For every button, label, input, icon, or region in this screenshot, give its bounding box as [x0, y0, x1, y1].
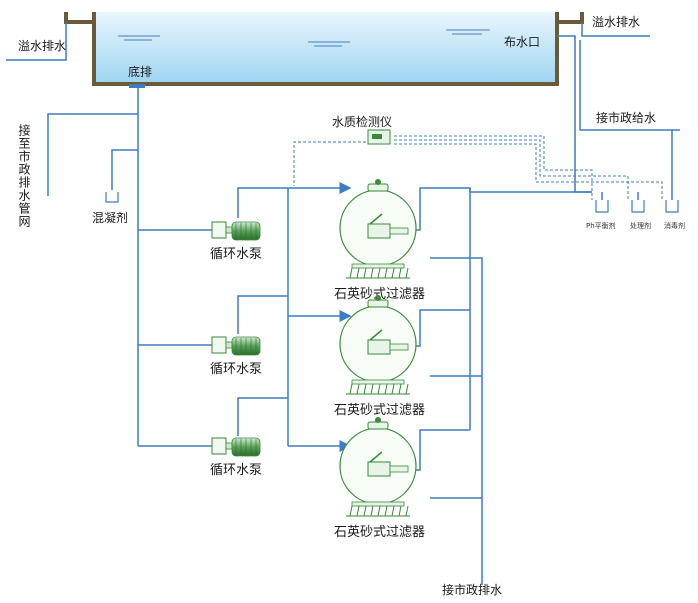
circulation-pump: 循环水泵	[210, 221, 262, 262]
pool-water	[94, 12, 557, 83]
ph-balancer-label: Ph平衡剂	[586, 221, 616, 230]
municipal-drain-bottom-label: 接市政排水	[442, 582, 502, 597]
chemical-tanks	[105, 192, 679, 213]
disinfectant-tank	[665, 200, 679, 213]
pump-label: 循环水泵	[210, 247, 262, 262]
filter-base	[346, 263, 410, 279]
filter-base	[346, 501, 410, 517]
filter-label: 石英砂式过滤器	[334, 403, 425, 418]
water-ripples	[118, 29, 490, 47]
pump-head	[211, 221, 227, 239]
coagulant-label: 混凝剂	[92, 210, 128, 225]
bottom-drain-label: 底排	[128, 64, 152, 79]
ph-tank	[595, 200, 609, 213]
circulation-pump: 循环水泵	[210, 437, 262, 478]
distributor-label: 布水口	[504, 35, 540, 49]
multiport-valve	[367, 461, 391, 477]
quartz-sand-filter: 石英砂式过滤器	[334, 179, 425, 302]
tank-wall	[64, 12, 584, 86]
quartz-sand-filter: 石英砂式过滤器	[334, 295, 425, 418]
water-quality-meter-label: 水质检测仪	[332, 114, 392, 129]
bottom-drain-outlet	[129, 84, 145, 88]
water-quality-meter	[367, 129, 391, 145]
treatment-agent-label: 处理剂	[630, 221, 651, 230]
pump-head	[211, 437, 227, 455]
to-municipal-drain-label: 接至市政排水管网	[17, 123, 31, 228]
municipal-supply-label: 接市政给水	[596, 110, 656, 125]
filter-label: 石英砂式过滤器	[334, 525, 425, 540]
disinfectant-label: 消毒剂	[664, 221, 685, 230]
circulation-pump: 循环水泵	[210, 336, 262, 377]
filter-base	[346, 379, 410, 395]
treatment-tank	[631, 200, 645, 213]
multiport-valve	[367, 223, 391, 239]
multiport-valve	[367, 339, 391, 355]
pool-tank	[64, 12, 584, 88]
signal-lines	[293, 135, 663, 200]
pipes	[6, 22, 680, 585]
pump-head	[211, 336, 227, 354]
overflow-left-label: 溢水排水	[18, 39, 66, 53]
filter-label: 石英砂式过滤器	[334, 287, 425, 302]
pump-label: 循环水泵	[210, 362, 262, 377]
overflow-right-label: 溢水排水	[592, 15, 640, 29]
coagulant-tank	[105, 192, 119, 203]
quartz-sand-filter: 石英砂式过滤器	[334, 417, 425, 540]
pump-label: 循环水泵	[210, 463, 262, 478]
